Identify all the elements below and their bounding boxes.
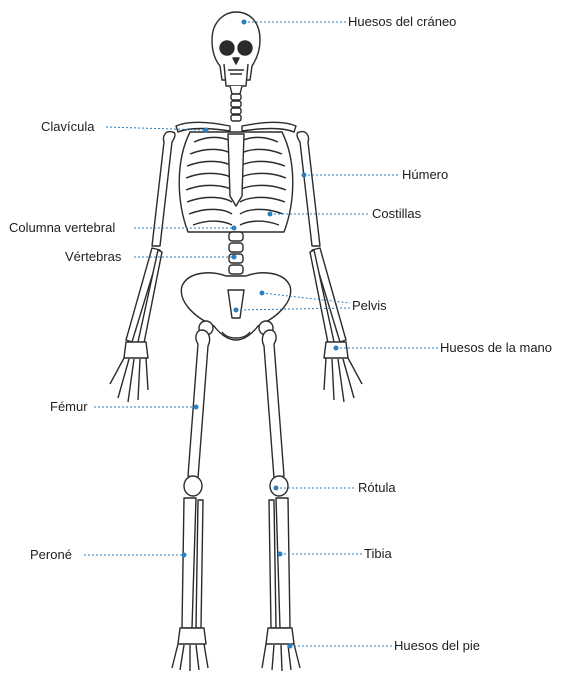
left-hand — [110, 342, 148, 402]
clavicles — [176, 122, 296, 132]
label-foot: Huesos del pie — [394, 638, 480, 654]
label-clavicle: Clavícula — [41, 119, 94, 135]
label-tibia: Tibia — [364, 546, 392, 562]
label-humerus: Húmero — [402, 167, 448, 183]
right-hand — [324, 342, 362, 402]
cervical-spine — [231, 94, 241, 121]
label-ribs: Costillas — [372, 206, 421, 222]
skull — [212, 12, 260, 94]
label-skull: Huesos del cráneo — [348, 14, 456, 30]
dot-foot — [288, 644, 293, 649]
pelvis-bone — [181, 273, 290, 340]
dot-patella — [274, 486, 279, 491]
label-femur: Fémur — [50, 399, 88, 415]
dot-hand — [334, 346, 339, 351]
label-patella: Rótula — [358, 480, 396, 496]
dot-fibula — [182, 553, 187, 558]
label-spine: Columna vertebral — [9, 220, 115, 236]
dot-vertebrae — [232, 255, 237, 260]
dot-pelvis-2 — [234, 308, 239, 313]
right-leg — [262, 330, 290, 628]
dot-humerus — [302, 173, 307, 178]
dot-femur — [194, 405, 199, 410]
left-leg — [182, 330, 210, 628]
right-arm — [297, 132, 346, 343]
label-fibula: Peroné — [30, 547, 72, 563]
left-arm — [126, 132, 175, 343]
dot-clavicle — [204, 128, 209, 133]
dot-tibia — [278, 552, 283, 557]
left-foot — [172, 628, 208, 671]
dot-ribs — [268, 212, 273, 217]
dot-spine — [232, 226, 237, 231]
label-vertebrae: Vértebras — [65, 249, 121, 265]
lumbar-spine — [229, 232, 243, 274]
label-hand: Huesos de la mano — [440, 340, 552, 356]
dot-pelvis-1 — [260, 291, 265, 296]
dot-skull — [242, 20, 247, 25]
label-pelvis: Pelvis — [352, 298, 387, 314]
right-foot — [262, 628, 300, 671]
rib-cage — [179, 132, 293, 232]
